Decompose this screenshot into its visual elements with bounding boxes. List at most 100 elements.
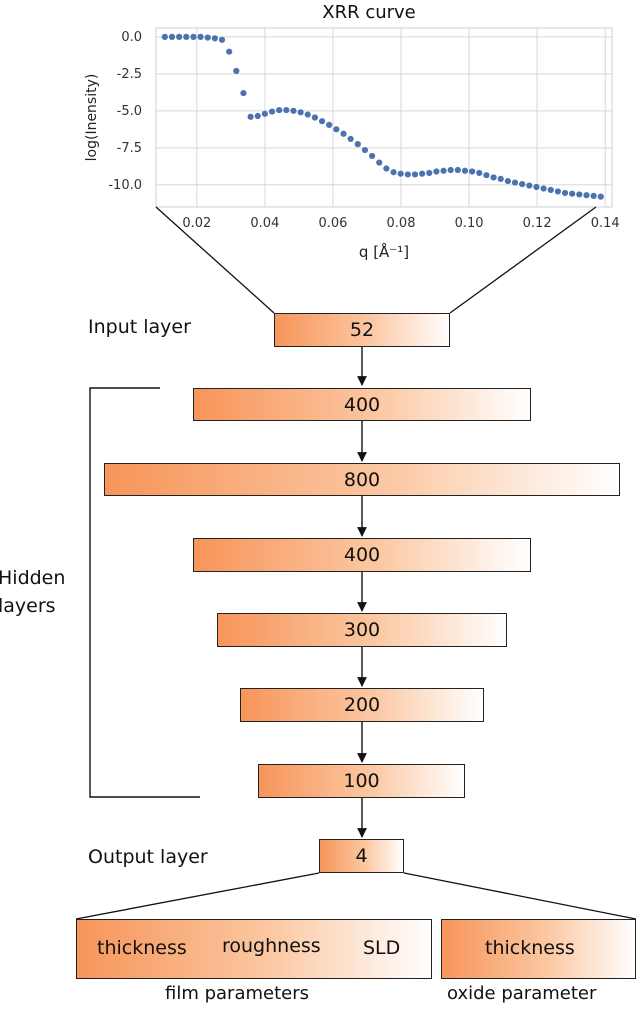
data-point: [190, 33, 197, 40]
data-point: [261, 110, 268, 117]
hidden-layer-4-box: 300: [217, 613, 507, 647]
chart-title: XRR curve: [322, 2, 416, 23]
data-point: [597, 193, 604, 200]
input-layer-label: Input layer: [88, 316, 191, 338]
hidden-bracket: [89, 387, 200, 798]
hidden-layer-3-size: 400: [343, 544, 381, 566]
plot-frame: [155, 27, 613, 208]
data-point: [419, 170, 426, 177]
data-point: [183, 33, 190, 40]
y-axis-label: log(Inensity): [84, 74, 100, 162]
hidden-layer-6-box: 100: [258, 764, 465, 798]
oxide-parameter-box: [441, 919, 636, 979]
data-point: [283, 107, 290, 114]
output-layer-label: Output layer: [88, 846, 208, 868]
hidden-layer-4-size: 300: [343, 619, 381, 641]
xrr-chart: 0.02 0.04 0.06 0.08 0.10 0.12 0.14 0.0 -2.5 -5.0 -…: [84, 2, 620, 261]
x-tick-label: 0.12: [523, 216, 552, 231]
data-point: [569, 190, 576, 197]
output-layer-size: 4: [355, 845, 368, 867]
hidden-layer-1-size: 400: [343, 393, 381, 416]
data-point: [333, 126, 340, 133]
data-point: [176, 33, 183, 40]
y-tick-label: -5.0: [117, 104, 142, 119]
data-point: [561, 189, 569, 197]
data-point: [168, 33, 176, 40]
data-point: [218, 36, 226, 43]
hidden-layers-label-line1: Hidden: [0, 567, 66, 589]
data-point: [390, 169, 397, 176]
data-point: [383, 165, 390, 172]
oxide-thickness-label: thickness: [485, 937, 575, 959]
x-tick-label: 0.04: [250, 216, 279, 231]
data-point: [504, 178, 511, 185]
data-point: [526, 182, 533, 189]
data-point: [233, 67, 240, 75]
y-tick-label: 0.0: [121, 30, 142, 45]
output-layer-box: 4: [319, 839, 404, 873]
x-axis-label: q [Å⁻¹]: [359, 242, 409, 261]
input-layer-box: 52: [274, 313, 450, 347]
data-point: [347, 135, 354, 143]
data-point: [511, 179, 519, 186]
film-thickness-label: thickness: [97, 937, 187, 959]
film-sld-label: SLD: [363, 937, 401, 959]
hidden-layer-5-box: 200: [240, 688, 484, 722]
data-point: [540, 185, 547, 192]
data-point: [197, 33, 204, 40]
data-point: [547, 186, 554, 194]
y-tick-label: -2.5: [117, 67, 142, 82]
x-tick-label: 0.02: [182, 216, 211, 231]
data-point: [290, 107, 297, 114]
film-parameters-caption: film parameters: [165, 983, 309, 1004]
hidden-layer-2-box: 800: [104, 463, 620, 496]
hidden-layers-label-line2: layers: [0, 595, 56, 617]
x-tick-label: 0.10: [455, 216, 484, 231]
data-point: [204, 34, 211, 41]
y-tick-label: -10.0: [108, 178, 142, 193]
input-layer-size: 52: [349, 319, 375, 341]
oxide-parameter-caption: oxide parameter: [447, 983, 597, 1004]
data-point: [469, 168, 476, 175]
data-point: [311, 114, 319, 121]
x-tick-label: 0.06: [318, 216, 347, 231]
data-point: [447, 166, 454, 174]
data-point: [376, 159, 383, 166]
hidden-layer-3-box: 400: [193, 538, 531, 572]
data-point: [361, 146, 369, 154]
hidden-layer-6-size: 100: [343, 770, 380, 792]
data-point: [211, 35, 218, 42]
data-point: [519, 180, 526, 188]
data-point: [476, 169, 483, 177]
data-point: [247, 113, 254, 120]
data-point: [497, 175, 504, 182]
data-point: [440, 167, 447, 174]
x-tick-label: 0.08: [387, 216, 416, 231]
hidden-layer-1-box: 400: [193, 388, 531, 421]
data-point: [533, 183, 540, 191]
data-point: [490, 174, 497, 181]
film-roughness-label: roughness: [222, 935, 321, 957]
film-parameters-box: [76, 919, 432, 979]
hidden-layer-5-size: 200: [343, 694, 381, 716]
output-funnel-right: [403, 872, 637, 920]
data-point: [397, 170, 404, 177]
data-point: [411, 171, 419, 178]
data-point: [226, 48, 233, 55]
data-point: [576, 191, 583, 198]
data-point: [161, 33, 168, 40]
y-tick-label: -7.5: [117, 141, 142, 156]
data-point: [318, 118, 326, 125]
output-funnel-left: [75, 872, 320, 920]
data-point: [304, 111, 311, 118]
data-point: [483, 172, 490, 179]
data-point: [254, 112, 261, 120]
hidden-layer-2-size: 800: [343, 468, 381, 491]
data-point: [326, 121, 333, 128]
data-point: [590, 192, 597, 200]
data-point: [583, 192, 590, 199]
data-point: [354, 141, 361, 148]
data-point: [368, 152, 376, 160]
x-tick-label: 0.14: [591, 216, 620, 231]
data-point: [454, 166, 461, 174]
